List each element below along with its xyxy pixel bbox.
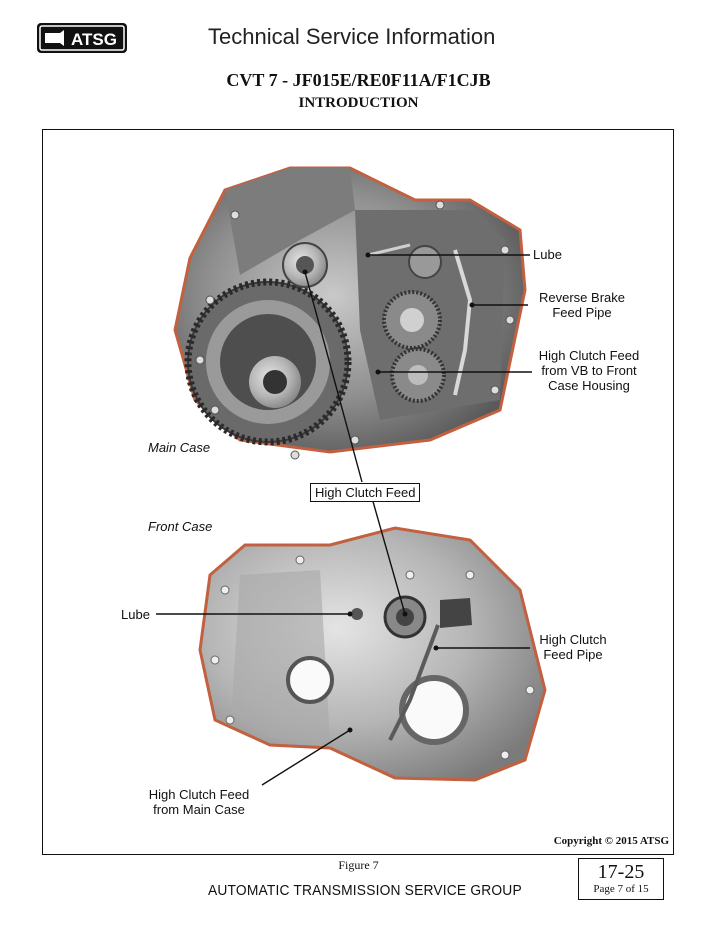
front-case-photo bbox=[198, 526, 547, 782]
document-subtitle: INTRODUCTION bbox=[298, 95, 419, 111]
label-lube-top: Lube bbox=[533, 247, 562, 262]
label-main-case: Main Case bbox=[148, 440, 211, 455]
label-front-case: Front Case bbox=[148, 519, 213, 534]
label-high-clutch-feed: High Clutch Feed bbox=[310, 483, 421, 502]
header-title: Technical Service Information bbox=[208, 24, 496, 49]
leader-lines bbox=[156, 254, 532, 786]
document-title: CVT 7 - JF015E/RE0F11A/F1CJB bbox=[226, 70, 491, 90]
copyright: Copyright © 2015 ATSG bbox=[553, 835, 669, 847]
logo-text: ATSG bbox=[71, 30, 117, 49]
page-of: Page 7 of 15 bbox=[593, 883, 649, 895]
footer-org: AUTOMATIC TRANSMISSION SERVICE GROUP bbox=[208, 882, 522, 899]
atsg-logo: ATSG bbox=[37, 23, 127, 53]
figure-frame bbox=[42, 129, 674, 855]
hand-arrow-icon bbox=[45, 30, 64, 46]
page-number: 17-25 bbox=[597, 861, 645, 883]
label-reverse-brake-feed-pipe: Reverse Brake Feed Pipe bbox=[539, 290, 625, 320]
label-lube-bottom: Lube bbox=[121, 607, 150, 622]
label-high-clutch-feed-pipe: High Clutch Feed Pipe bbox=[539, 632, 607, 662]
main-case-photo bbox=[173, 166, 527, 460]
label-high-clutch-feed-main: High Clutch Feed from Main Case bbox=[148, 787, 250, 817]
figure-caption: Figure 7 bbox=[338, 858, 379, 872]
page-number-box: 17-25 Page 7 of 15 bbox=[578, 858, 664, 900]
label-high-clutch-feed-vb: High Clutch Feed from VB to Front Case H… bbox=[538, 348, 640, 393]
leader-dots bbox=[302, 252, 475, 733]
